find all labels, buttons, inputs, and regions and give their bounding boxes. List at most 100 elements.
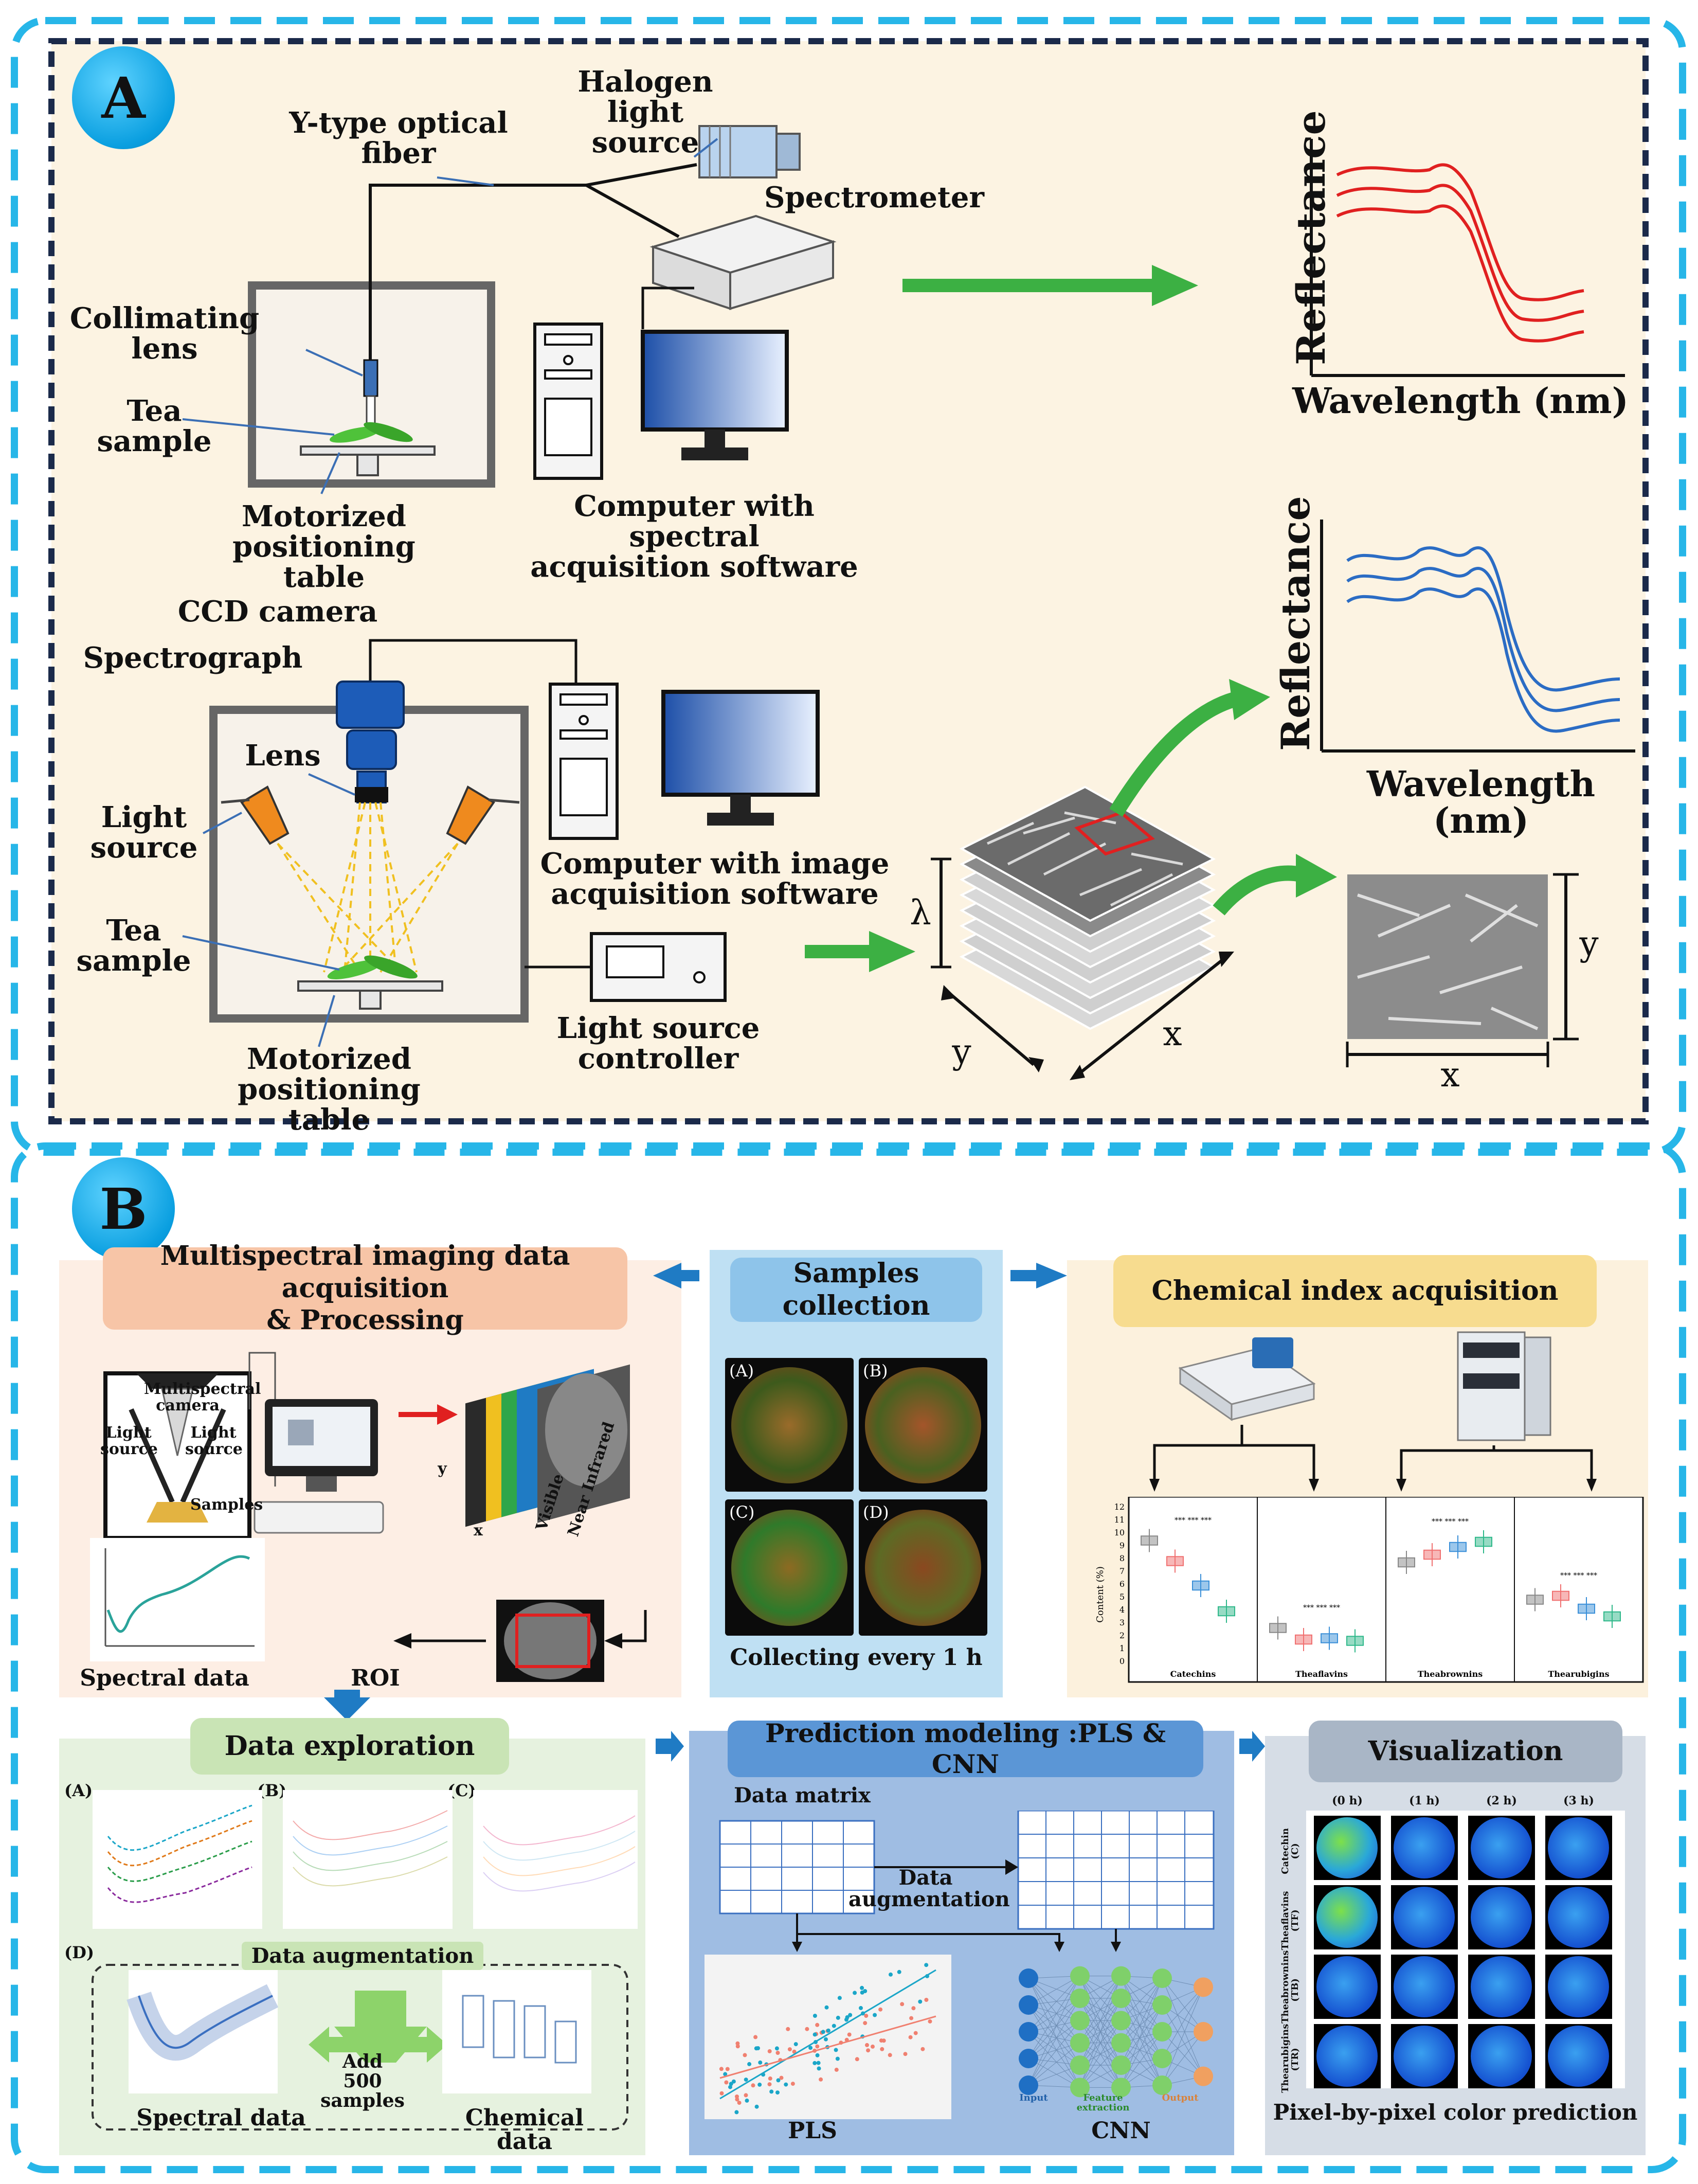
uv-spectrophotometer-icon [1178,1337,1316,1421]
modeling-aug-label: Data augmentation [848,1866,1010,1911]
spectrometer-label: Spectrometer [764,181,984,214]
pls-point [735,2044,740,2049]
computer-label: Computer with spectral acquisition softw… [530,489,858,584]
pls-point [832,2024,836,2028]
vis-col-1: (1 h) [1409,1794,1440,1807]
image-computer-icon [549,683,820,840]
visualization-title: Visualization [1309,1721,1622,1782]
cnn-node [1070,1966,1090,1986]
pls-point [728,2085,732,2089]
chemical-title: Chemical index acquisition [1113,1255,1597,1327]
pls-point [775,2051,780,2055]
boxplot-ylabel: Content (%) [1095,1566,1106,1623]
pls-point [909,2016,914,2020]
tea-label: Tea sample [97,394,212,458]
msi-cube-x: x [474,1521,483,1539]
pls-point [835,2056,840,2061]
cnn-output-label: Output [1162,2092,1199,2103]
cnn-node [1019,1968,1038,1988]
vis-row-1: Theaflavins (TF) [1280,1891,1300,1950]
cnn-node [1019,2049,1038,2068]
pls-point [774,2046,779,2051]
msi-cube-y: y [438,1460,447,1478]
cnn-node [1152,2049,1172,2068]
halogen-light-icon [698,125,801,178]
sample-dish-b [865,1367,981,1483]
vis-cell [1545,2024,1612,2088]
pls-point [744,2093,748,2098]
pls-point [924,1963,929,1967]
point-setup-diagram [182,125,1198,494]
cnn-feature-label: Feature extraction [1076,2092,1130,2113]
image-slice [1347,874,1548,1039]
blue-curves [1346,546,1620,733]
pls-point [817,2066,821,2071]
pls-point [855,2057,859,2062]
ccd-label: CCD camera [177,595,378,629]
msi-cube [465,1364,630,1527]
sample-dish-c [731,1510,847,1626]
pls-point [724,2080,729,2085]
modeling-diagram [705,1811,1215,2119]
light-source-icon [221,785,520,845]
imaging-setup-diagram [182,639,1579,1080]
hplc-icon [1457,1331,1551,1441]
pls-point [819,2077,823,2082]
pls-point [837,1996,842,2000]
matrix-grid-lines [720,1811,1214,1929]
pls-point [745,2098,749,2103]
modeling-cnn-label: CNN [1091,2118,1151,2144]
boxplot-significance: *** *** *** [1175,1516,1212,1525]
vis-cell [1391,1816,1458,1880]
pls-point [880,2047,884,2051]
vis-row-3: Thearubigins (TR) [1280,2024,1300,2093]
pls-point [768,2076,772,2081]
vis-cell [1391,1955,1458,2019]
modeling-pls-label: PLS [788,2118,837,2144]
msi-diagram [90,1352,647,1682]
vis-cell [1468,2024,1535,2088]
pls-point [729,2082,733,2086]
image-computer-label: Computer with image acquisition software [540,847,890,911]
vis-cell [1314,1885,1381,1949]
ccd-camera-icon [336,681,405,803]
pls-point [754,2046,758,2051]
vis-cell [1545,1816,1612,1880]
pls-point [769,2089,774,2094]
pls-point [864,2014,869,2018]
cnn-node [1070,2055,1090,2075]
msi-light-right: Light source [185,1424,243,1458]
boxplot-ytick: 2 [1119,1631,1125,1640]
cnn-node [1152,2022,1172,2042]
boxplot-group-label: Catechins [1170,1669,1216,1679]
pls-point [808,2046,813,2050]
cnn-node [1019,2075,1038,2095]
pls-point [824,2005,829,2010]
vis-col-3: (3 h) [1563,1794,1594,1807]
pls-point [859,2006,863,2010]
collimating-label: Collimating lens [69,301,260,366]
tea-label-2: Tea sample [76,914,191,978]
flow-arrows [324,1263,1265,1762]
reflectance-plot-blue [1320,520,1635,753]
pls-point [812,2032,817,2037]
cnn-node [1152,2075,1172,2095]
cnn-node [1111,2055,1131,2075]
vis-cell [1545,1955,1612,2019]
boxplot-group-label: Thearubigins [1548,1669,1609,1679]
boxplot-significance: *** *** *** [1303,1604,1340,1612]
cnn-node [1152,1968,1172,1988]
pls-point [918,1999,923,2004]
boxplot-ytick: 3 [1119,1618,1125,1627]
boxplot-ytick: 8 [1119,1553,1125,1563]
pls-point [873,2013,877,2017]
pls-point [853,1991,857,1995]
boxplot-ytick: 10 [1114,1528,1125,1537]
pls-point [744,2078,748,2082]
pls-point [792,2049,797,2054]
pls-point [821,2030,825,2034]
boxplot-ytick: 0 [1119,1656,1125,1666]
table-label-2: Motorized positioning table [238,1042,421,1137]
cnn-node [1152,1995,1172,2015]
pls-point [911,2006,916,2011]
